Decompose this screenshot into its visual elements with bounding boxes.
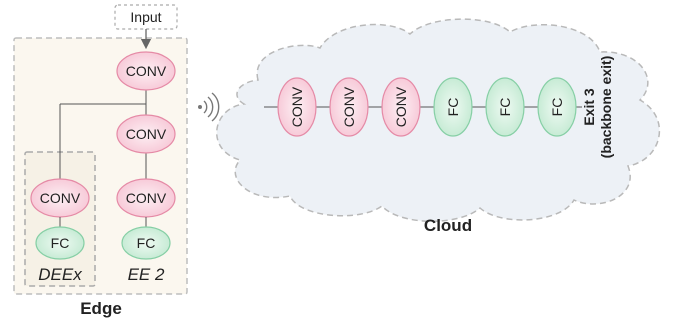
edge-conv-label: CONV <box>126 126 167 142</box>
cloud-layer-label: FC <box>445 98 461 117</box>
ee2-conv-label: CONV <box>126 190 167 206</box>
edge-conv-label: CONV <box>126 63 167 79</box>
edge-conv-node <box>116 51 176 91</box>
input-box <box>114 4 178 30</box>
cloud-layer: CONV <box>329 77 369 137</box>
cloud-layer-label: FC <box>497 98 513 117</box>
cloud-layer: FC <box>485 77 525 137</box>
cloud-label: Cloud <box>424 216 472 235</box>
ee2-caption: EE 2 <box>128 265 165 284</box>
edge-conv-node <box>116 114 176 154</box>
cloud-layer-label: FC <box>549 98 565 117</box>
exit3-label: Exit 3 <box>581 88 597 126</box>
ee2-fc-node <box>121 226 171 260</box>
cloud-layer: CONV <box>277 77 317 137</box>
cloud-layer: CONV <box>381 77 421 137</box>
deex-caption: DEEx <box>38 265 82 284</box>
input-label: Input <box>130 9 161 25</box>
cloud-layer: FC <box>537 77 577 137</box>
edge-label: Edge <box>80 299 122 318</box>
cloud-layer: FC <box>433 77 473 137</box>
deex-fc-node <box>35 226 85 260</box>
exit3-sublabel: (backbone exit) <box>598 56 614 159</box>
ee2-fc-label: FC <box>137 235 156 251</box>
cloud-layer-label: CONV <box>341 86 357 127</box>
cloud-layer-label: CONV <box>289 86 305 127</box>
cloud-layer-label: CONV <box>393 86 409 127</box>
wireless-signal-icon <box>198 92 220 122</box>
deex-fc-label: FC <box>51 235 70 251</box>
deex-conv-label: CONV <box>40 190 81 206</box>
